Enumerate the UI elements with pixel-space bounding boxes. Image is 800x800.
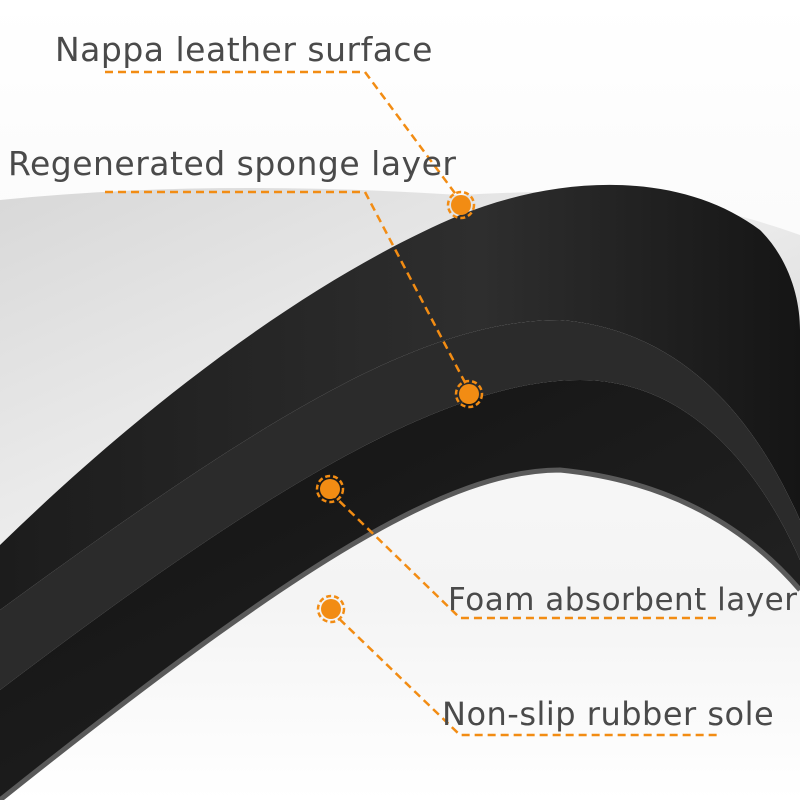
leader-line-nappa bbox=[105, 70, 462, 201]
marker-sponge[interactable] bbox=[454, 379, 484, 409]
rubber-layer bbox=[0, 380, 800, 800]
label-non-slip-rubber-sole: Non-slip rubber sole bbox=[442, 695, 775, 733]
marker-foam[interactable] bbox=[315, 474, 345, 504]
leader-line-sponge bbox=[105, 190, 472, 393]
label-nappa-leather-surface: Nappa leather surface bbox=[55, 30, 433, 69]
foam-layer bbox=[0, 320, 800, 690]
marker-nappa[interactable] bbox=[446, 190, 476, 220]
sponge-layer bbox=[0, 184, 800, 611]
label-regenerated-sponge-layer: Regenerated sponge layer bbox=[8, 144, 457, 183]
leader-line-rubber bbox=[329, 609, 720, 737]
label-foam-absorbent-layer: Foam absorbent layer bbox=[448, 582, 798, 618]
rubber-edge bbox=[0, 467, 800, 800]
leather-layer bbox=[0, 188, 800, 545]
marker-rubber[interactable] bbox=[316, 594, 346, 624]
leader-line-foam bbox=[329, 491, 720, 620]
